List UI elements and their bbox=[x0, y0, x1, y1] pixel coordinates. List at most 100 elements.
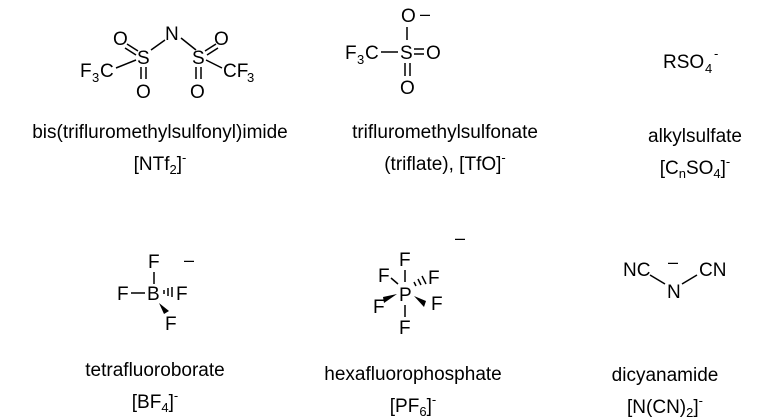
bond-p-f-upleft bbox=[390, 277, 399, 285]
atom-n-dca: N bbox=[667, 282, 681, 303]
atom-f-upright-pf6: F bbox=[428, 268, 440, 289]
bond-c-n-left bbox=[649, 274, 666, 285]
abbr-ntf2-charge: - bbox=[182, 150, 186, 165]
atom-c-left: C bbox=[100, 61, 114, 82]
abbr-tfo: (triflate), [TfO]- bbox=[384, 150, 506, 175]
abbr-bf4-main: [BF bbox=[132, 392, 162, 413]
atom-s-left: S bbox=[137, 48, 150, 69]
name-alkylsulfate: alkylsulfate bbox=[648, 126, 742, 147]
sub-3-tfo: 3 bbox=[357, 52, 364, 67]
atom-b: B bbox=[147, 284, 160, 305]
abbr-pf6-sub: 6 bbox=[419, 404, 426, 419]
abbr-bf4-sub: 4 bbox=[161, 400, 168, 415]
name-dca: dicyanamide bbox=[612, 365, 719, 386]
name-tfo: trifluromethylsulfonate bbox=[352, 122, 538, 143]
abbr-tfo-main: (triflate), [TfO] bbox=[384, 154, 501, 175]
atom-c-tfo: C bbox=[365, 43, 379, 64]
abbr-dca-main: [N(CN) bbox=[627, 397, 686, 418]
structure-dca: NC – N CN bbox=[623, 252, 726, 303]
wedge-p-f-lowleft bbox=[383, 294, 397, 303]
atom-s-right: S bbox=[192, 48, 205, 69]
atom-o-right-tfo: O bbox=[426, 43, 441, 64]
atom-f-lowright-pf6: F bbox=[431, 294, 443, 315]
abbr-bf4-tail: ] bbox=[169, 392, 174, 413]
sub-3-left: 3 bbox=[92, 70, 99, 85]
abbr-bf4-charge: - bbox=[174, 388, 178, 403]
abbr-tfo-charge: - bbox=[501, 150, 505, 165]
bond-n-s-right bbox=[180, 37, 197, 51]
atom-f-left-bf4: F bbox=[117, 284, 129, 305]
abbr-dca-charge: - bbox=[699, 393, 703, 408]
atom-o-top-right: O bbox=[214, 29, 229, 50]
bond-s-c-right bbox=[205, 59, 223, 69]
abbr-dca-tail: ] bbox=[693, 397, 698, 418]
labels-row-1: bis(trifluromethylsulfonyl)imide [NTf2]-… bbox=[32, 122, 742, 181]
atom-f-tfo: F bbox=[345, 43, 357, 64]
atom-f-lowleft-pf6: F bbox=[373, 297, 385, 318]
atom-f-top-pf6: F bbox=[399, 250, 411, 271]
atom-f-upleft-pf6: F bbox=[378, 266, 390, 287]
hash-p-3 bbox=[421, 275, 427, 285]
bond-c-s-left bbox=[115, 59, 137, 69]
structure-tfo: O – F 3 C S O O bbox=[345, 4, 441, 99]
abbr-ntf2-sub: 2 bbox=[170, 162, 177, 177]
name-ntf2: bis(trifluromethylsulfonyl)imide bbox=[32, 122, 288, 143]
atom-f-bottom-bf4: F bbox=[165, 314, 177, 335]
formula-sub-4: 4 bbox=[705, 61, 712, 76]
structure-ntf2: F 3 C S O O N S O O CF 3 bbox=[80, 24, 254, 103]
abbr-alkyl-tail: ] bbox=[721, 158, 726, 179]
labels-row-2: tetrafluoroborate [BF4]- hexafluorophosp… bbox=[85, 360, 718, 419]
atom-f-right-bf4: F bbox=[176, 284, 188, 305]
abbr-pf6-main: [PF bbox=[390, 396, 420, 417]
group-nc-left: NC bbox=[623, 260, 650, 281]
wedge-p-f-lowright bbox=[414, 296, 426, 307]
abbr-bf4: [BF4]- bbox=[132, 388, 178, 415]
bond-s-n-left bbox=[150, 39, 166, 51]
structure-pf6: – F F F P F F F bbox=[373, 228, 465, 339]
abbr-alkyl-sub-n: n bbox=[679, 166, 686, 181]
atom-p: P bbox=[399, 285, 412, 306]
abbr-dca: [N(CN)2]- bbox=[627, 393, 703, 419]
group-cn-right: CN bbox=[699, 260, 726, 281]
atom-n-imide: N bbox=[165, 24, 179, 45]
structure-alkylsulfate: RSO 4 - bbox=[663, 46, 718, 76]
abbr-ntf2-main: [NTf bbox=[134, 154, 171, 175]
abbr-ntf2: [NTf2]- bbox=[134, 150, 187, 177]
abbr-dca-sub: 2 bbox=[686, 405, 693, 419]
sub-3-right: 3 bbox=[247, 70, 254, 85]
bond-so-top-right-b bbox=[206, 47, 219, 56]
bond-n-c-right bbox=[681, 274, 698, 285]
charge-tfo: – bbox=[420, 4, 430, 24]
abbr-alkyl-main: [C bbox=[660, 158, 679, 179]
bond-so-top-right-a bbox=[204, 43, 217, 52]
abbr-pf6: [PF6]- bbox=[390, 392, 436, 419]
wedge-b-f-bottom bbox=[159, 303, 169, 314]
name-bf4: tetrafluoroborate bbox=[85, 360, 224, 381]
abbr-alkyl-sub-4: 4 bbox=[713, 166, 720, 181]
structure-bf4: F – F B F F bbox=[117, 250, 194, 335]
abbr-alkyl-mid: SO bbox=[686, 158, 713, 179]
bond-so-top-left-a bbox=[126, 43, 139, 52]
atom-f-top-bf4: F bbox=[148, 252, 160, 273]
hash-p-2 bbox=[417, 278, 422, 286]
abbr-pf6-tail: ] bbox=[427, 396, 432, 417]
atom-o-bot-right: O bbox=[190, 82, 205, 103]
atom-s-tfo: S bbox=[400, 43, 413, 64]
abbr-alkyl-charge: - bbox=[726, 154, 730, 169]
abbr-pf6-charge: - bbox=[432, 392, 436, 407]
formula-charge: - bbox=[714, 46, 718, 61]
charge-pf6: – bbox=[455, 228, 465, 248]
charge-dca: – bbox=[668, 252, 678, 272]
abbr-ntf2-tail: ] bbox=[177, 154, 182, 175]
atom-o-top-tfo: O bbox=[401, 6, 416, 27]
hash-p-1 bbox=[413, 281, 417, 287]
name-pf6: hexafluorophosphate bbox=[324, 364, 501, 385]
atom-o-bot-left: O bbox=[136, 82, 151, 103]
atom-cf-right: CF bbox=[223, 61, 248, 82]
atom-f-left: F bbox=[80, 61, 92, 82]
atom-o-top-left: O bbox=[113, 29, 128, 50]
bond-so-top-left-b bbox=[124, 47, 137, 56]
charge-bf4: – bbox=[184, 250, 194, 270]
